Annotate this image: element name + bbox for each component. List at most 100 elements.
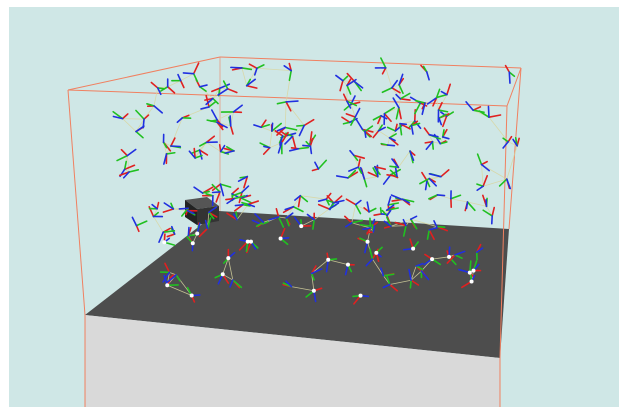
pose-axis-gizmo bbox=[158, 227, 176, 243]
pose-axis-gizmo bbox=[146, 103, 164, 114]
pose-axis-gizmo bbox=[386, 165, 398, 178]
pose-axis-gizmo bbox=[394, 218, 407, 237]
pose-axis-gizmo bbox=[373, 165, 387, 176]
pose-axis-gizmo bbox=[204, 97, 219, 106]
roadmap-edge bbox=[167, 80, 181, 88]
roadmap-edge bbox=[241, 67, 248, 86]
roadmap-edge bbox=[450, 198, 468, 203]
pose-axis-gizmo bbox=[335, 169, 359, 179]
roadmap-edge bbox=[227, 258, 234, 281]
roadmap-edge bbox=[436, 97, 439, 111]
roadmap-edge bbox=[378, 130, 390, 139]
pose-axis-gizmo bbox=[504, 64, 516, 84]
pose-axis-gizmo bbox=[283, 62, 293, 82]
pose-axis-gizmo bbox=[311, 159, 328, 172]
pose-axis-gizmo bbox=[380, 267, 395, 277]
roadmap-edge bbox=[432, 141, 441, 145]
pose-axis-gizmo bbox=[345, 198, 362, 215]
pose-axis-gizmo bbox=[170, 137, 182, 149]
pose-axis-gizmo bbox=[374, 57, 387, 75]
pose-axis-gizmo bbox=[465, 101, 485, 114]
pose-axis-gizmo bbox=[225, 195, 246, 205]
pose-axis-gizmo bbox=[409, 215, 418, 230]
pose-axis-gizmo bbox=[512, 136, 520, 147]
roadmap-edge bbox=[398, 98, 401, 108]
roadmap-node bbox=[190, 241, 195, 246]
roadmap-edge bbox=[206, 142, 221, 152]
pose-axis-gizmo bbox=[438, 113, 450, 126]
roadmap-node bbox=[245, 239, 250, 244]
pose-axis-gizmo bbox=[230, 66, 253, 71]
pose-axis-gizmo bbox=[248, 63, 265, 76]
floor-plane bbox=[85, 211, 509, 358]
pose-axis-gizmo bbox=[254, 213, 265, 228]
pose-axis-gizmo bbox=[409, 150, 416, 164]
pose-axis-gizmo bbox=[237, 175, 249, 189]
pose-axis-gizmo bbox=[380, 142, 396, 147]
pose-axis-gizmo bbox=[253, 119, 271, 129]
pose-axis-gizmo bbox=[362, 217, 372, 235]
roadmap-node bbox=[162, 240, 167, 245]
roadmap-node bbox=[326, 257, 331, 262]
pose-axis-gizmo bbox=[408, 268, 420, 289]
roadmap-edge bbox=[405, 218, 412, 226]
3d-viewport[interactable] bbox=[9, 7, 619, 407]
pose-axis-gizmo bbox=[277, 131, 289, 155]
pose-axis-gizmo bbox=[437, 101, 449, 123]
pose-axis-gizmo bbox=[188, 147, 203, 159]
pose-axis-gizmo bbox=[382, 275, 399, 292]
3d-scene-canvas[interactable] bbox=[9, 7, 619, 407]
roadmap-edge bbox=[122, 118, 145, 120]
pose-axis-gizmo bbox=[200, 94, 217, 110]
roadmap-edge bbox=[506, 145, 518, 180]
pose-axis-gizmo bbox=[410, 120, 421, 135]
pose-axis-gizmo bbox=[233, 203, 251, 212]
roadmap-node bbox=[345, 262, 350, 267]
pose-axis-gizmo bbox=[423, 127, 441, 140]
roadmap-edge bbox=[173, 208, 188, 212]
pose-axis-gizmo bbox=[228, 115, 234, 135]
pose-axis-gizmo bbox=[198, 217, 212, 238]
pose-axis-gizmo bbox=[276, 100, 299, 112]
pose-axis-gizmo bbox=[207, 206, 218, 220]
pose-axis-gizmo bbox=[178, 207, 189, 217]
pose-axis-gizmo bbox=[245, 78, 258, 89]
pose-axis-gizmo bbox=[187, 226, 196, 237]
roadmap-node bbox=[220, 272, 225, 277]
roadmap-edge bbox=[432, 256, 450, 260]
pose-axis-gizmo bbox=[176, 114, 192, 124]
pose-axis-gizmo bbox=[131, 216, 148, 233]
pose-axis-gizmo bbox=[441, 128, 450, 140]
front-wall bbox=[85, 315, 500, 407]
pose-axis-gizmo bbox=[348, 158, 363, 174]
roadmap-edge bbox=[508, 141, 518, 147]
roadmap-edge bbox=[342, 80, 348, 86]
obstacle-block bbox=[185, 197, 219, 225]
pose-axis-gizmo bbox=[211, 183, 232, 197]
roadmap-node bbox=[195, 231, 200, 236]
roadmap-edge bbox=[390, 218, 411, 227]
pose-axis-gizmo bbox=[282, 205, 304, 214]
roadmap-node bbox=[467, 270, 472, 275]
roadmap-edge bbox=[284, 101, 287, 128]
pose-axis-gizmo bbox=[317, 202, 340, 210]
roadmap-edge bbox=[122, 118, 137, 132]
pose-axis-gizmo bbox=[268, 207, 285, 228]
roadmap-edge bbox=[300, 195, 327, 200]
pose-axis-gizmo bbox=[363, 201, 377, 213]
pose-axis-gizmo bbox=[392, 97, 402, 120]
pose-axis-gizmo bbox=[399, 122, 411, 136]
pose-axis-gizmo bbox=[428, 194, 446, 201]
roadmap-node bbox=[248, 239, 253, 244]
pose-axis-gizmo bbox=[421, 171, 431, 191]
roadmap-node bbox=[311, 288, 316, 293]
pose-axis-gizmo bbox=[426, 88, 441, 107]
pose-axis-gizmo bbox=[217, 80, 238, 96]
pose-axis-gizmo bbox=[383, 216, 392, 229]
pose-axis-gizmo bbox=[276, 126, 298, 136]
roadmap-edge bbox=[153, 216, 164, 233]
pose-axis-gizmo bbox=[401, 198, 415, 206]
pose-axis-gizmo bbox=[116, 148, 137, 162]
roadmap-edge bbox=[222, 257, 229, 275]
roadmap-node bbox=[411, 246, 416, 251]
